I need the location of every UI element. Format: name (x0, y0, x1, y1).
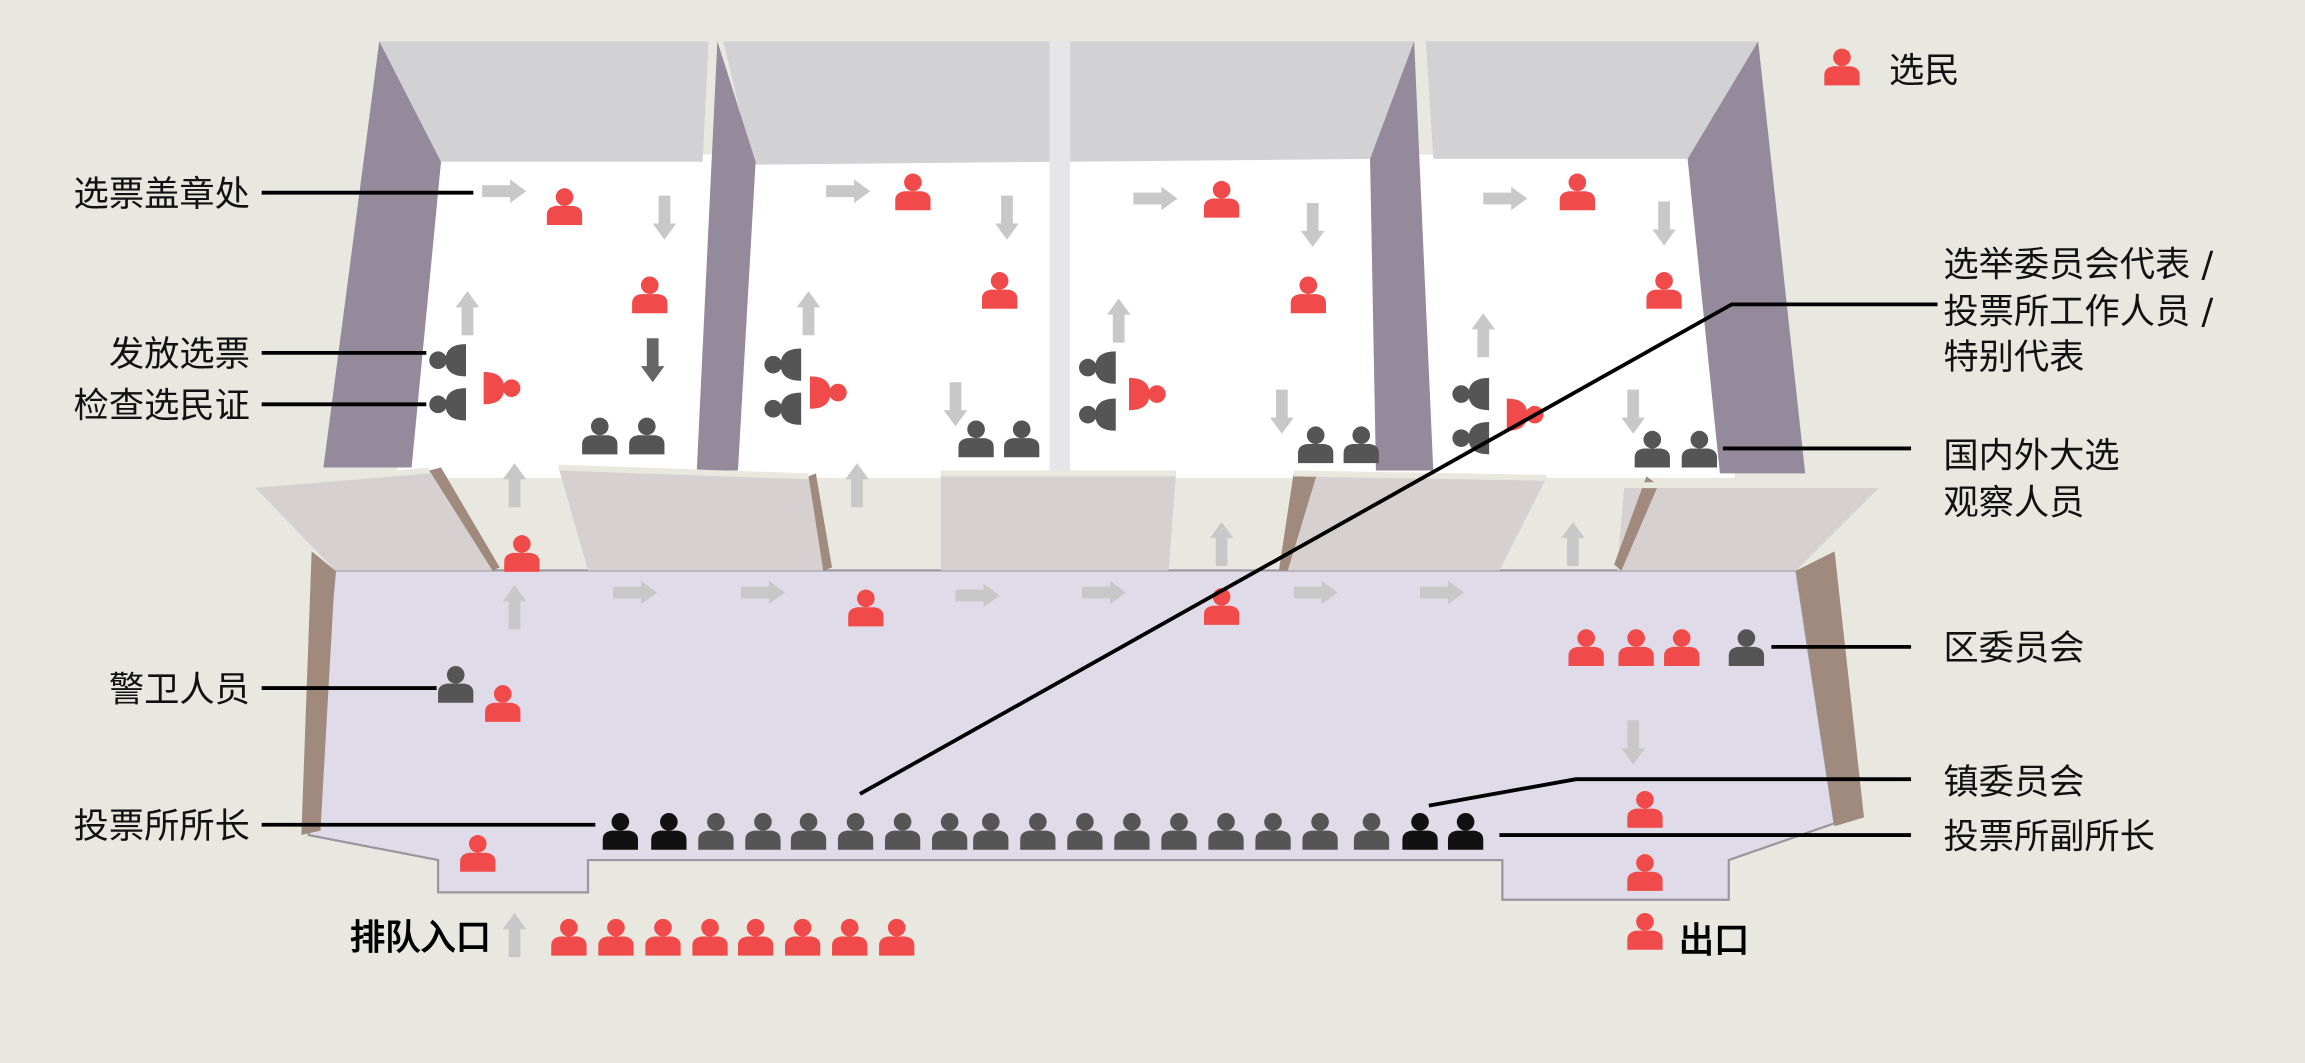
side-wall-left (323, 41, 442, 468)
voter-icon (598, 918, 634, 956)
label-observers-1: 国内外大选 (1943, 436, 2119, 477)
voter-icon (832, 918, 868, 956)
leader-lines (261, 190, 1938, 837)
arrow-up-icon (1561, 521, 1585, 567)
voter-icon (504, 535, 540, 572)
label-queue-entrance: 排队入口 (350, 918, 491, 959)
brown-wall-right (1796, 551, 1864, 827)
label-exit: 出口 (1679, 921, 1750, 962)
label-check-card: 检查选民证 (74, 386, 250, 427)
label-observers-2: 观察人员 (1943, 483, 2084, 524)
leader-commission (859, 302, 1938, 796)
legend-voter-label: 选民 (1889, 50, 1960, 91)
label-commission-3: 特别代表 (1943, 337, 2084, 378)
leader-town (1428, 777, 1912, 808)
divider-thin (1049, 41, 1071, 471)
voter-icon (1824, 48, 1860, 86)
back-wall-1 (379, 41, 709, 162)
arrow-up-icon (502, 912, 527, 958)
voter-icon (645, 918, 681, 956)
voter-icon (784, 918, 821, 956)
label-guard: 警卫人员 (109, 669, 250, 710)
label-district-committee: 区委员会 (1943, 628, 2084, 669)
label-commission-1: 选举委员会代表 / (1943, 244, 2213, 285)
back-wall-3 (1070, 41, 1415, 162)
back-wall-4 (1425, 41, 1759, 159)
label-issue-ballot: 发放选票 (109, 334, 250, 375)
partition-walls (252, 464, 1882, 571)
label-stamp: 选票盖章处 (74, 174, 250, 215)
label-presiding-officer: 投票所所长 (74, 806, 250, 847)
building (252, 41, 1882, 901)
voter-icon (692, 918, 728, 956)
brown-wall-left (301, 551, 336, 836)
floor-hall (307, 569, 1836, 901)
side-wall-divider-1 (696, 41, 756, 471)
voter-icon (737, 918, 774, 956)
voter-icon (879, 918, 915, 956)
voter-icon (1627, 912, 1663, 950)
label-deputy-officer: 投票所副所长 (1943, 816, 2155, 857)
labels: 选票盖章处 发放选票 检查选民证 警卫人员 投票所所长 排队入口 出口 选举委员… (74, 50, 2214, 961)
side-wall-divider-3 (1370, 41, 1434, 471)
side-wall-right (1687, 41, 1806, 474)
voter-icon (551, 918, 587, 956)
arrow-up-icon (1209, 521, 1234, 567)
label-commission-2: 投票所工作人员 / (1943, 291, 2213, 332)
label-town-committee: 镇委员会 (1943, 762, 2084, 803)
back-wall-2 (723, 41, 1056, 165)
